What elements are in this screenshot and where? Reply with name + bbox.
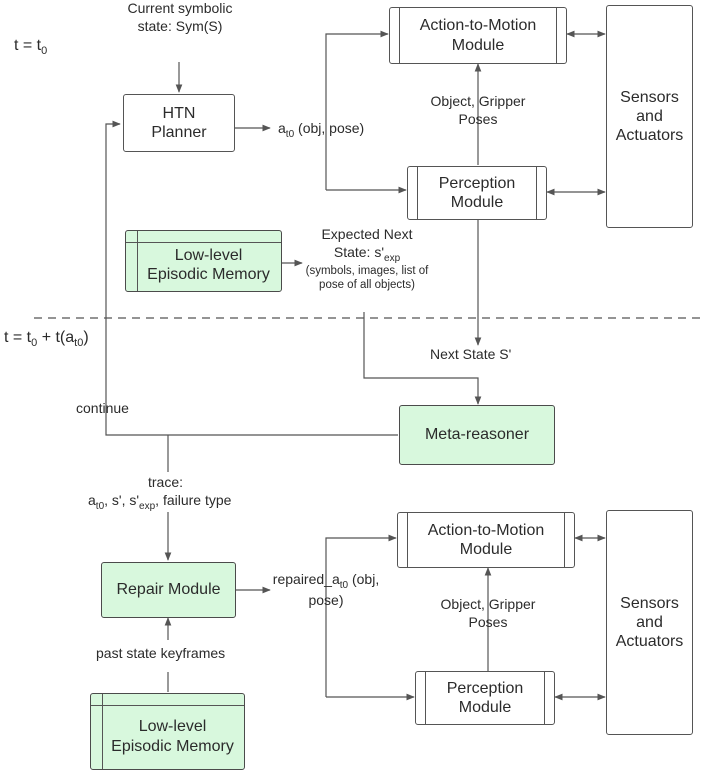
meta-reasoner-box: Meta-reasoner [399, 405, 555, 465]
next-state-label: Next State S' [430, 346, 512, 362]
expected-state-label: Expected Next State: s'exp [321, 226, 413, 264]
repair-module-box: Repair Module [101, 562, 236, 618]
sensors-box-top: Sensors and Actuators [606, 5, 693, 228]
action-label: at0 (obj, pose) [278, 120, 365, 140]
object-gripper-label-top: Object, Gripper Poses [430, 93, 526, 127]
action-to-motion-box-top: Action-to-Motion Module [389, 7, 567, 64]
arrow-to-action-motion-top [325, 30, 389, 190]
action-to-motion-label-top: Action-to-Motion Module [419, 17, 537, 54]
time-label-bottom: t = t0 + t(at0) [4, 329, 89, 350]
perception-box-bottom: Perception Module [415, 671, 555, 725]
current-state-label: Current symbolic state: Sym(S) [127, 0, 233, 34]
repair-module-label: Repair Module [116, 581, 221, 599]
expected-state-detail: (symbols, images, list of pose of all ob… [305, 265, 429, 292]
meta-reasoner-label: Meta-reasoner [424, 426, 530, 444]
past-keyframes-label: past state keyframes [96, 645, 226, 661]
episodic-memory-box-top: Low-level Episodic Memory [125, 230, 282, 292]
episodic-memory-box-bottom: Low-level Episodic Memory [90, 693, 245, 770]
perception-label-bottom: Perception Module [446, 679, 524, 716]
htn-planner-box: HTN Planner [123, 94, 235, 152]
repaired-action-label: repaired_at0 (obj, pose) [272, 571, 380, 609]
htn-planner-label: HTN Planner [151, 104, 207, 141]
arrow-expected-to-meta [363, 312, 482, 405]
action-to-motion-label-bottom: Action-to-Motion Module [427, 521, 545, 558]
trace-title: trace: [148, 474, 184, 490]
sensors-label-top: Sensors and Actuators [615, 88, 684, 145]
episodic-memory-label-bottom: Low-level Episodic Memory [111, 718, 234, 755]
episodic-memory-label-top: Low-level Episodic Memory [147, 246, 270, 283]
arrow-to-action-motion-bottom [325, 534, 397, 697]
arrow-continue-loop [105, 120, 398, 436]
object-gripper-label-bottom: Object, Gripper Poses [440, 596, 536, 630]
sensors-box-bottom: Sensors and Actuators [606, 510, 693, 735]
sensors-label-bottom: Sensors and Actuators [615, 594, 684, 651]
perception-box-top: Perception Module [407, 166, 547, 220]
trace-detail: at0, s', s'exp, failure type [88, 492, 232, 512]
perception-label-top: Perception Module [438, 174, 516, 211]
time-label-top: t = t0 [14, 37, 48, 58]
continue-label: continue [76, 400, 129, 416]
action-to-motion-box-bottom: Action-to-Motion Module [397, 512, 575, 568]
